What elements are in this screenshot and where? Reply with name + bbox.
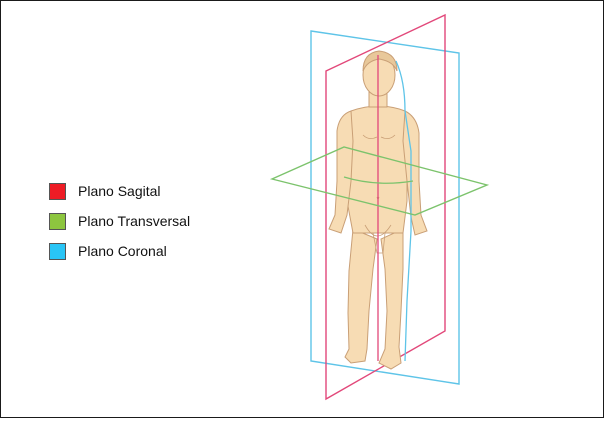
transverse-swatch (49, 213, 66, 230)
legend-label-coronal: Plano Coronal (78, 243, 167, 259)
legend: Plano Sagital Plano Transversal Plano Co… (49, 181, 190, 261)
legend-item-transverse: Plano Transversal (49, 211, 190, 231)
legend-label-transverse: Plano Transversal (78, 213, 190, 229)
legend-label-sagittal: Plano Sagital (78, 183, 161, 199)
coronal-swatch (49, 243, 66, 260)
legend-item-coronal: Plano Coronal (49, 241, 190, 261)
legend-item-sagittal: Plano Sagital (49, 181, 190, 201)
sagittal-swatch (49, 183, 66, 200)
